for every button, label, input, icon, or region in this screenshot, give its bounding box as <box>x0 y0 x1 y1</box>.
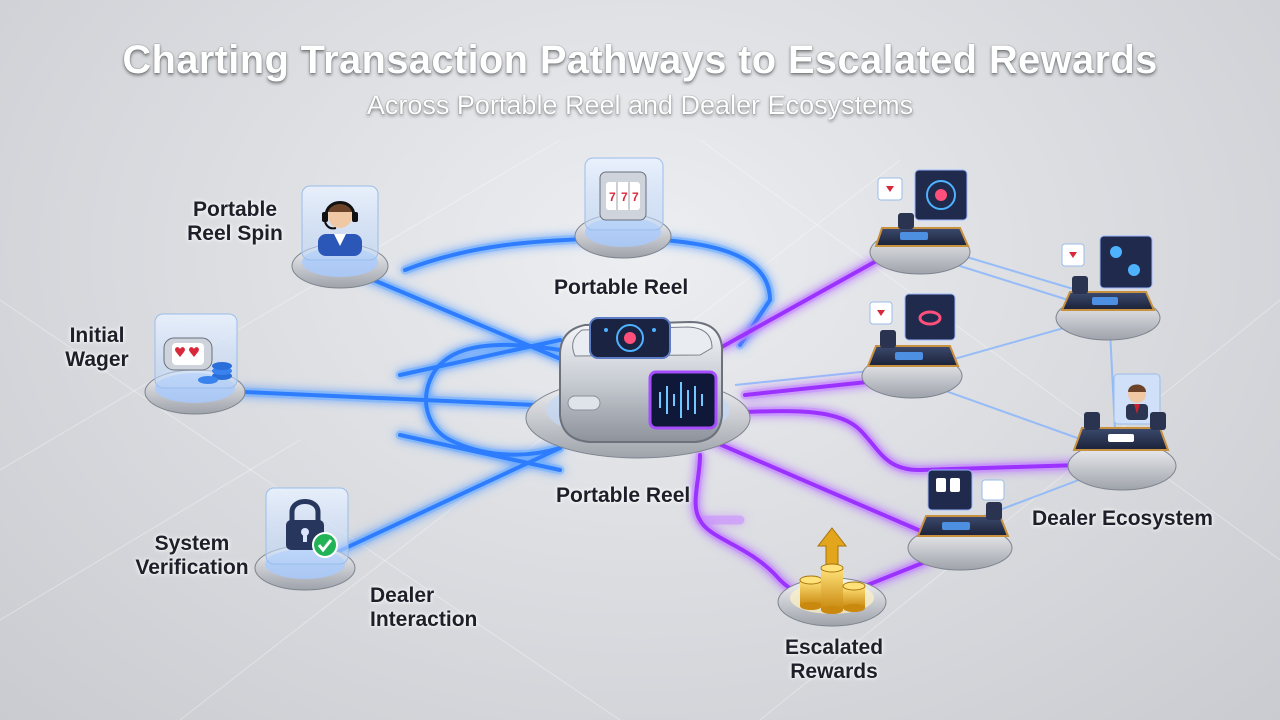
label-line: Initial <box>52 324 142 348</box>
dealer-table-1[interactable] <box>870 170 970 274</box>
svg-text:7: 7 <box>609 190 616 204</box>
label-initial-wager: Initial Wager <box>52 324 142 372</box>
purple-pathways <box>696 245 1080 599</box>
dealer-table-icon <box>918 470 1008 536</box>
label-dealer-ecosystem: Dealer Ecosystem <box>1032 507 1213 531</box>
dealer-table-icon <box>876 170 968 246</box>
node-portable-reel-top[interactable]: 7 7 7 <box>575 158 671 258</box>
label-line: Rewards <box>770 660 898 684</box>
label-line: Wager <box>52 348 142 372</box>
dealer-table-icon <box>1062 236 1154 310</box>
label-portable-reel-center: Portable Reel <box>556 484 690 508</box>
node-initial-wager[interactable] <box>145 314 245 414</box>
label-line: Portable <box>180 198 290 222</box>
label-system-verification: System Verification <box>124 532 260 580</box>
label-line: System <box>124 532 260 556</box>
dealer-table-icon <box>868 294 958 366</box>
label-escalated-rewards: Escalated Rewards <box>770 636 898 684</box>
coin-stack-arrow-icon <box>800 528 865 614</box>
label-line: Dealer <box>370 584 477 608</box>
label-dealer-interaction: Dealer Interaction <box>370 584 477 632</box>
page-subtitle: Across Portable Reel and Dealer Ecosyste… <box>0 90 1280 121</box>
svg-text:7: 7 <box>621 190 628 204</box>
label-portable-reel-top: Portable Reel <box>554 276 688 300</box>
dealer-table-3[interactable] <box>862 294 962 398</box>
label-line: Interaction <box>370 608 477 632</box>
dealer-table-4[interactable] <box>1068 374 1176 490</box>
slot-reel-icon: 7 7 7 <box>600 172 646 220</box>
node-system-verification[interactable] <box>255 488 355 590</box>
dealer-table-5[interactable] <box>908 470 1012 570</box>
label-line: Escalated <box>770 636 898 660</box>
portable-reel-device-icon <box>560 318 722 442</box>
label-portable-reel-spin: Portable Reel Spin <box>180 198 290 246</box>
label-line: Verification <box>124 556 260 580</box>
dealer-table-icon <box>1074 374 1168 450</box>
node-portable-reel-spin[interactable] <box>292 186 388 288</box>
label-line: Reel Spin <box>180 222 290 246</box>
svg-text:7: 7 <box>632 190 639 204</box>
page-title: Charting Transaction Pathways to Escalat… <box>0 38 1280 83</box>
node-escalated-rewards[interactable] <box>778 528 886 626</box>
